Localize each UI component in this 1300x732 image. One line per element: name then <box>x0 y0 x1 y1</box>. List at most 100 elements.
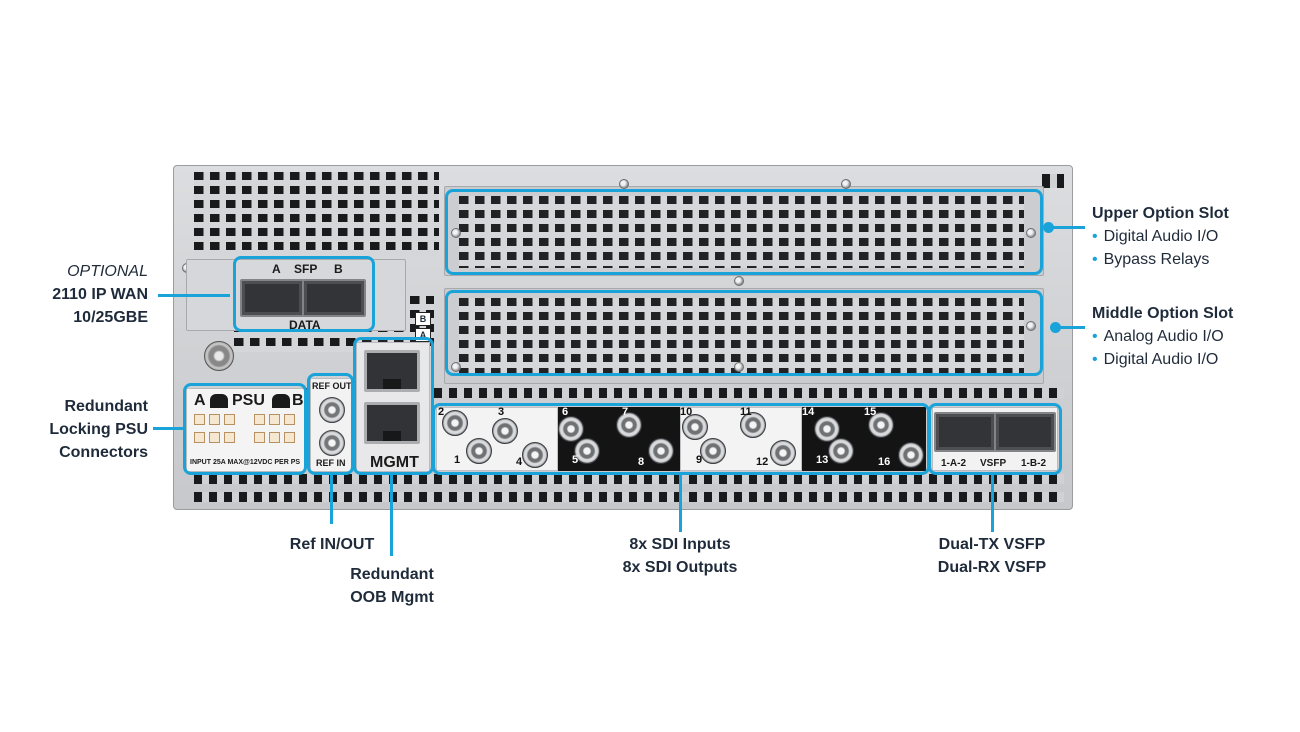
mgmt-port-a[interactable] <box>364 402 420 444</box>
vsfp-port-1-a-2[interactable] <box>934 412 996 452</box>
vsfp-label-title: VSFP <box>980 458 1007 469</box>
callout-wan-line1: 2110 IP WAN <box>52 286 148 303</box>
psu-connector-b[interactable] <box>252 412 304 452</box>
sfp-port-a[interactable] <box>240 279 304 317</box>
screw-icon <box>1026 228 1036 238</box>
ref-out-label: REF OUT <box>312 381 352 391</box>
callout-dot-upper <box>1043 222 1054 233</box>
device-rear-panel: A SFP B DATA A PSU B INPUT 25A MAX@12VDC… <box>173 165 1073 510</box>
screw-icon <box>619 179 629 189</box>
bottom-vent-strip-upper <box>194 388 1064 398</box>
sdi-bnc-connector-14[interactable] <box>814 416 840 442</box>
sdi-port-number: 15 <box>864 406 877 418</box>
sdi-port-number: 13 <box>816 454 829 466</box>
callout-upper-item-label: Bypass Relays <box>1103 251 1210 268</box>
sdi-port-number: 5 <box>572 454 579 466</box>
sdi-bnc-connector-5[interactable] <box>574 438 600 464</box>
sdi-bnc-connector-12[interactable] <box>770 440 796 466</box>
callout-sdi-line2: 8x SDI Outputs <box>622 559 738 576</box>
highlight-middle-option-slot <box>445 290 1043 376</box>
ref-in-label: REF IN <box>316 458 346 468</box>
callout-middle-item-label: Analog Audio I/O <box>1103 328 1224 345</box>
sdi-port-number: 1 <box>454 454 461 466</box>
sdi-bnc-connector-9[interactable] <box>700 438 726 464</box>
callout-line-mgmt <box>390 474 393 556</box>
sdi-bnc-connector-4[interactable] <box>522 442 548 468</box>
callout-ref-line1: Ref IN/OUT <box>289 536 375 553</box>
highlight-vsfp <box>928 403 1062 475</box>
sdi-port-number: 7 <box>622 406 629 418</box>
sdi-port-number: 2 <box>438 406 445 418</box>
sdi-port-number: 8 <box>638 456 645 468</box>
sdi-port-number: 12 <box>756 456 769 468</box>
sdi-port-number: 6 <box>562 406 569 418</box>
callout-mgmt: Redundant OOB Mgmt <box>322 563 462 609</box>
sfp-label-b: B <box>334 262 343 276</box>
sdi-bnc-connector-8[interactable] <box>648 438 674 464</box>
callout-upper-item-label: Digital Audio I/O <box>1103 228 1219 245</box>
screw-icon <box>734 276 744 286</box>
highlight-psu <box>183 383 307 475</box>
callout-upper-item: • Bypass Relays <box>1092 248 1229 271</box>
bullet-icon: • <box>1092 251 1098 268</box>
callout-middle-item: • Digital Audio I/O <box>1092 348 1233 371</box>
psu-latch-a-icon <box>210 394 228 408</box>
sdi-bnc-connector-10[interactable] <box>682 414 708 440</box>
bullet-icon: • <box>1092 228 1098 245</box>
highlight-upper-option-slot <box>445 189 1043 275</box>
sfp-port-b[interactable] <box>302 279 366 317</box>
callout-upper-option: Upper Option Slot • Digital Audio I/O • By… <box>1092 202 1229 271</box>
bullet-icon: • <box>1092 351 1098 368</box>
callout-mgmt-line1: Redundant <box>350 566 434 583</box>
psu-connector-panel <box>186 388 306 472</box>
callout-line-sdi <box>679 474 682 532</box>
sdi-port-number: 9 <box>696 454 703 466</box>
callout-line-psu <box>153 427 185 430</box>
mgmt-port-b-marker: B <box>415 312 431 326</box>
ground-lug-icon <box>204 341 234 371</box>
sdi-port-number: 11 <box>740 406 752 418</box>
highlight-sfp-data <box>233 256 375 332</box>
sfp-label-data: DATA <box>289 318 321 332</box>
psu-label-a: A <box>194 392 206 409</box>
callout-wan-optional: OPTIONAL <box>67 263 148 280</box>
highlight-ref <box>307 373 354 475</box>
ref-panel <box>310 378 354 472</box>
callout-middle-item-label: Digital Audio I/O <box>1103 351 1219 368</box>
psu-connector-a[interactable] <box>192 412 244 452</box>
sdi-bnc-connector-16[interactable] <box>898 442 924 468</box>
callout-wan-line2: 10/25GBE <box>73 309 148 326</box>
mgmt-label: MGMT <box>370 454 419 471</box>
sdi-bnc-connector-3[interactable] <box>492 418 518 444</box>
top-vent-strip <box>1042 174 1064 188</box>
sdi-bnc-connector-6[interactable] <box>558 416 584 442</box>
sdi-bnc-connector-11[interactable] <box>740 412 766 438</box>
callout-line-middle <box>1056 326 1085 329</box>
ref-out-bnc-connector[interactable] <box>319 397 345 423</box>
sdi-bnc-connector-13[interactable] <box>828 438 854 464</box>
sdi-port-number: 3 <box>498 406 505 418</box>
vsfp-port-1-b-2[interactable] <box>994 412 1056 452</box>
callout-line-ref <box>330 474 333 524</box>
psu-label-title: PSU <box>232 392 265 409</box>
sdi-bnc-connector-15[interactable] <box>868 412 894 438</box>
sdi-bnc-connector-2[interactable] <box>442 410 468 436</box>
screw-icon <box>1026 321 1036 331</box>
bottom-vent-strip-base <box>194 492 1064 502</box>
callout-mgmt-line2: OOB Mgmt <box>350 589 434 606</box>
vsfp-label-left: 1-A-2 <box>941 458 967 469</box>
callout-vsfp: Dual-TX VSFP Dual-RX VSFP <box>902 533 1082 579</box>
screw-icon <box>451 362 461 372</box>
sdi-port-number: 4 <box>516 456 523 468</box>
ref-in-bnc-connector[interactable] <box>319 430 345 456</box>
sdi-port-number: 16 <box>878 456 891 468</box>
sdi-bnc-connector-1[interactable] <box>466 438 492 464</box>
callout-vsfp-line1: Dual-TX VSFP <box>938 536 1046 553</box>
callout-upper-title: Upper Option Slot <box>1092 205 1229 222</box>
callout-middle-item: •Analog Audio I/O <box>1092 325 1233 348</box>
mgmt-port-b[interactable] <box>364 350 420 392</box>
psu-latch-b-icon <box>272 394 290 408</box>
sdi-bnc-connector-7[interactable] <box>616 412 642 438</box>
callout-psu: Redundant Locking PSU Connectors <box>20 395 148 464</box>
callout-vsfp-line2: Dual-RX VSFP <box>937 559 1047 576</box>
